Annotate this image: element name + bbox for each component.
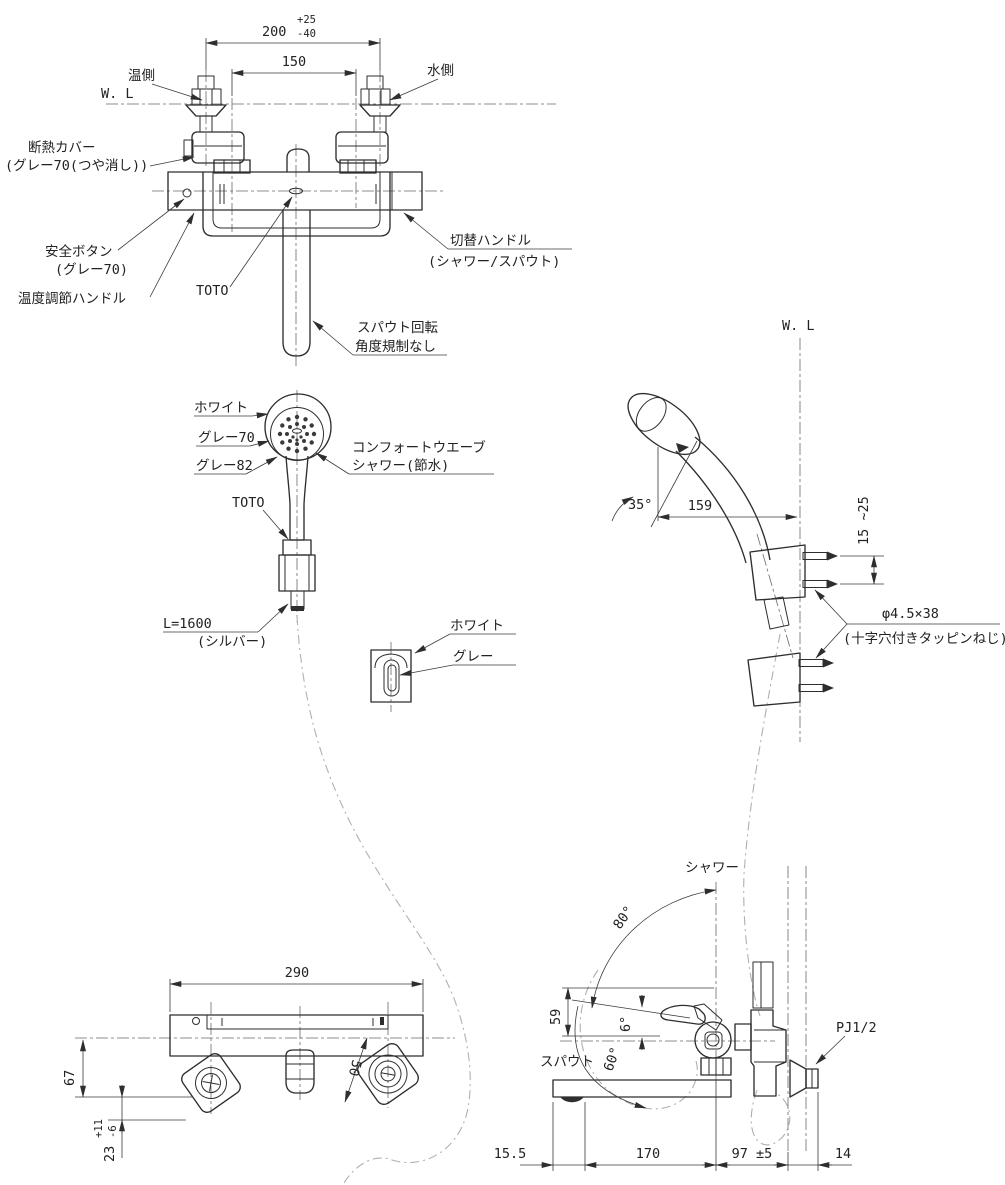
holder-front-view: ホワイト グレー xyxy=(370,618,516,712)
dim-97-label: 97 ±5 xyxy=(732,1146,773,1162)
spout-side xyxy=(552,1079,732,1098)
angle-35-label: 35° xyxy=(628,497,652,513)
spout-position-label: スパウト xyxy=(540,1054,594,1070)
screw-spec-label: φ4.5×38 xyxy=(882,606,939,622)
dim-14-label: 14 xyxy=(835,1146,851,1162)
safety-button-color: (グレー70) xyxy=(55,262,128,278)
dim-200-minus: -40 xyxy=(297,28,316,40)
holder-gray-label: グレー xyxy=(453,649,494,665)
safety-button-label: 安全ボタン xyxy=(45,243,113,260)
head-white-label: ホワイト xyxy=(194,400,248,416)
faucet-body xyxy=(167,148,423,357)
insulation-cover-color: (グレー70(つや消し)) xyxy=(5,158,148,174)
shower-head-view: ホワイト グレー70 グレー82 コンフォートウエーブ シャワー(節水) TOT… xyxy=(163,390,494,650)
brand-badge xyxy=(289,187,303,195)
dim-67-label: 67 xyxy=(62,1070,78,1086)
dim-23-label: 23 xyxy=(102,1146,118,1162)
dim-50-label: 50 xyxy=(345,1058,365,1078)
dim-200-plus: +25 xyxy=(297,14,316,26)
head-gray70-label: グレー70 xyxy=(198,430,255,446)
switch-knob-top xyxy=(357,1043,419,1105)
angle-80-label: 80° xyxy=(610,903,637,932)
plan-view: 290 xyxy=(62,965,455,1162)
handle-brand-label: TOTO xyxy=(232,495,265,511)
dim-170-label: 170 xyxy=(636,1146,660,1162)
shower-position-label: シャワー xyxy=(685,860,739,876)
angle-6-label: 6° xyxy=(618,1016,634,1032)
dim-23-minus: -6 xyxy=(107,1125,119,1138)
comfort-wave-line2: シャワー(節水) xyxy=(352,458,449,474)
hose-length-label: L=1600 xyxy=(163,616,212,632)
spray-nozzles xyxy=(277,414,317,454)
screw-type-label: (十字穴付きタッピンねじ) xyxy=(843,631,1005,647)
hose-phantom-loop xyxy=(750,1089,791,1146)
side-view: シャワー 80° 59 6° xyxy=(494,860,877,1171)
dim-15-5-label: 15.5 xyxy=(494,1146,527,1162)
spout-rotation-line1: スパウト回転 xyxy=(357,320,438,336)
cold-supply-elbow xyxy=(335,75,401,174)
holder-side-view: W. L 35° 159 xyxy=(611,318,1005,742)
lever-handle-side xyxy=(660,1003,732,1059)
safety-button xyxy=(182,188,192,198)
hot-side-label: 温側 xyxy=(128,68,155,84)
spout-rotation-line2: 角度規制なし xyxy=(355,339,436,355)
head-gray82-label: グレー82 xyxy=(196,458,253,474)
water-line-label: W. L xyxy=(101,86,134,102)
hose-phantom-side xyxy=(743,633,781,1017)
mounting-screws xyxy=(798,551,838,693)
dim-159-label: 159 xyxy=(688,498,712,514)
hot-supply-elbow xyxy=(183,75,251,174)
front-brand-label: TOTO xyxy=(196,283,229,299)
dim-150-label: 150 xyxy=(282,54,306,70)
switch-handle-detail: (シャワー/スパウト) xyxy=(428,254,560,270)
hose-color-label: (シルバー) xyxy=(197,634,267,650)
front-view: 200 +25 -40 150 W. L 温側 水側 xyxy=(5,14,572,366)
holder-white-label: ホワイト xyxy=(450,618,504,634)
temperature-knob-top xyxy=(181,1053,241,1113)
angle-60-label: 60° xyxy=(601,1045,624,1073)
switch-handle-label: 切替ハンドル xyxy=(450,233,531,249)
insulation-cover-label: 断熱カバー xyxy=(28,140,96,156)
dim-59-label: 59 xyxy=(548,1009,564,1025)
valve-body-side xyxy=(700,961,819,1098)
cold-side-label: 水側 xyxy=(427,63,454,79)
spout xyxy=(282,210,311,357)
dim-290-label: 290 xyxy=(285,965,309,981)
dim-23-plus: +11 xyxy=(93,1119,105,1138)
temperature-handle-label: 温度調節ハンドル xyxy=(18,291,126,307)
dim-200-label: 200 xyxy=(262,24,286,40)
hose-phantom-curve xyxy=(296,615,471,1184)
dim-15-25-label: 15 ~25 xyxy=(856,496,872,545)
hose-phantom-bottom xyxy=(579,969,698,1110)
thread-label: PJ1/2 xyxy=(836,1020,877,1036)
bottom-dimension-chain: 15.5 170 97 ±5 14 xyxy=(494,1080,852,1171)
side-water-line-label: W. L xyxy=(782,318,815,334)
comfort-wave-line1: コンフォートウエーブ xyxy=(352,439,486,456)
